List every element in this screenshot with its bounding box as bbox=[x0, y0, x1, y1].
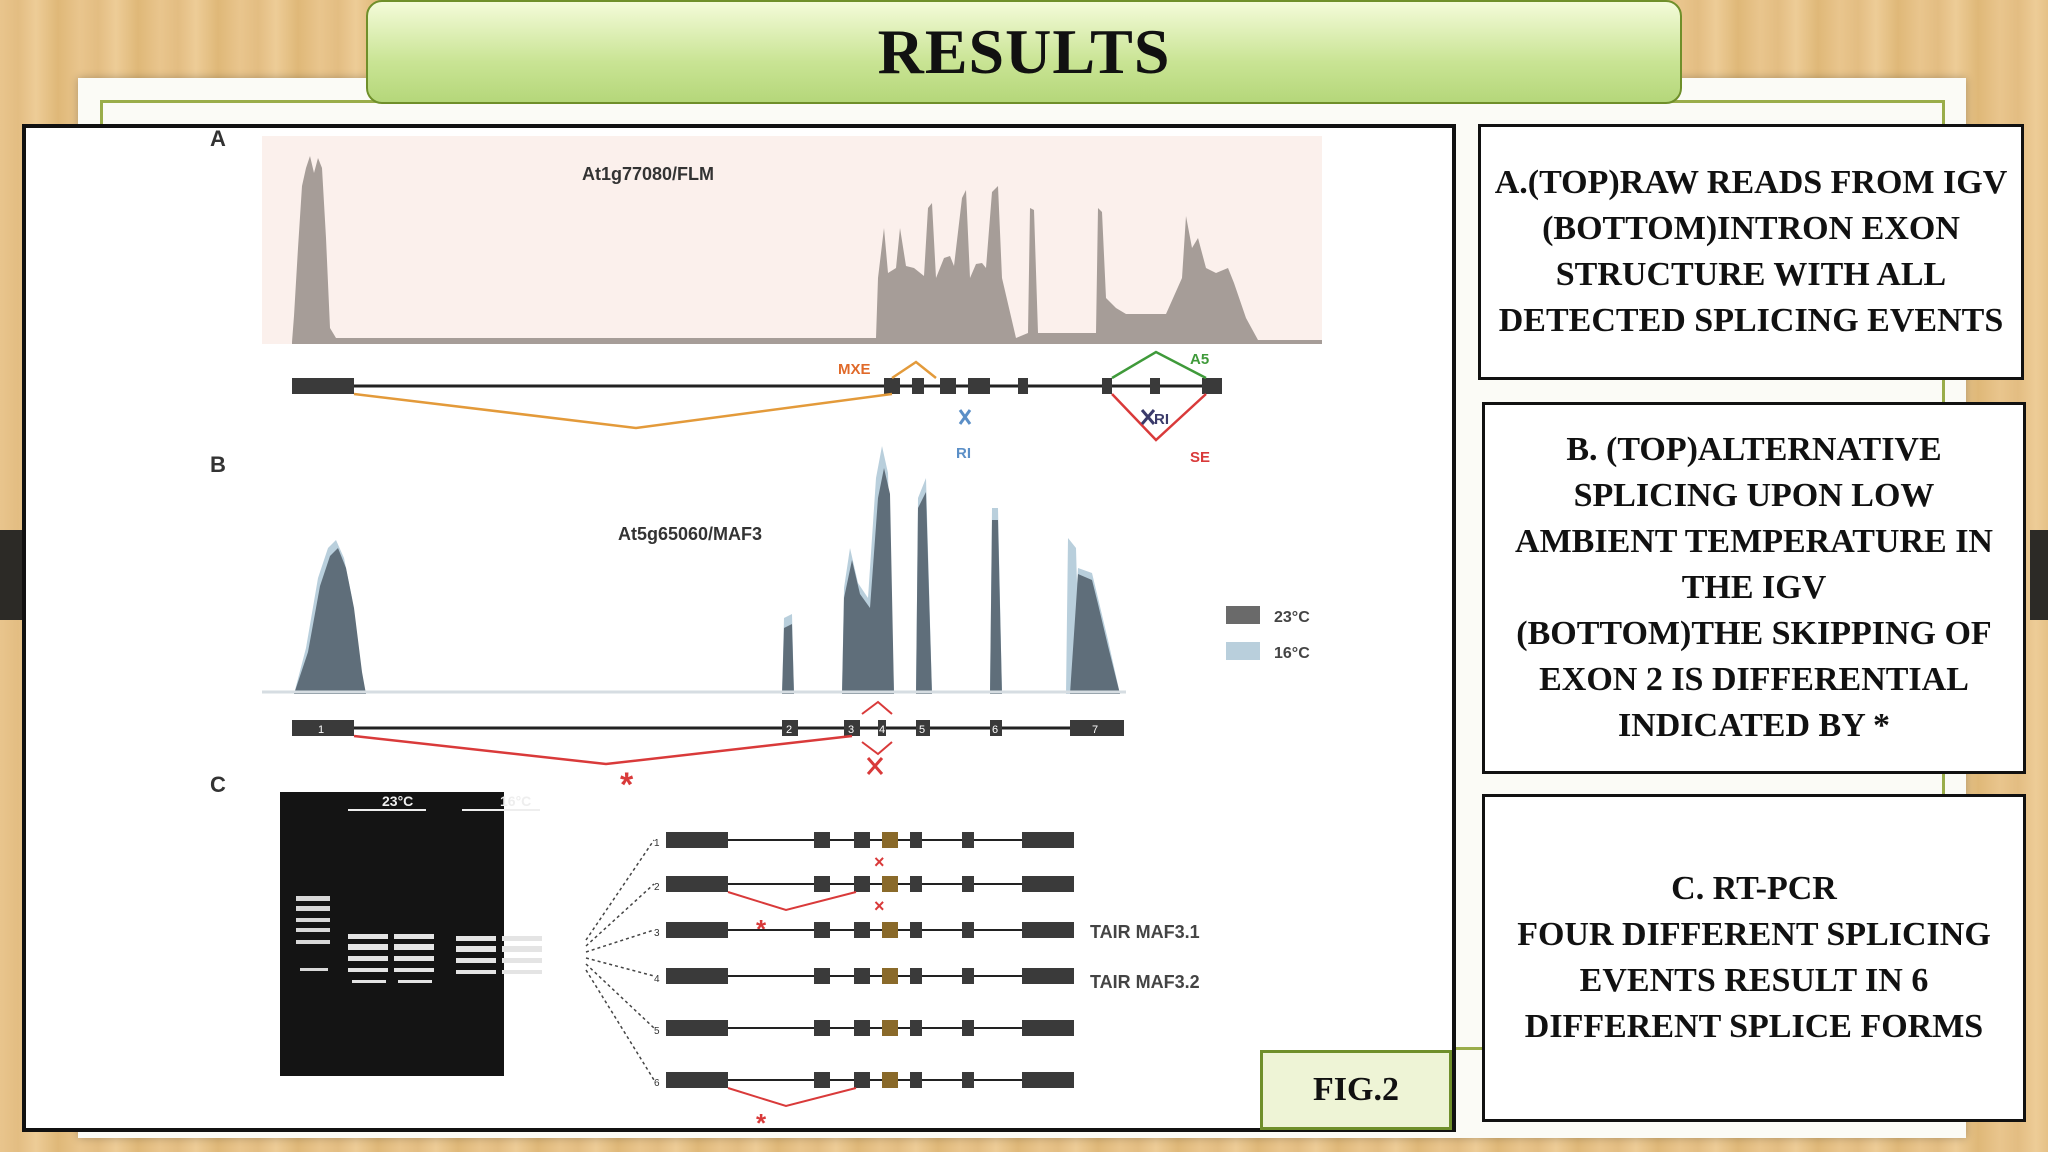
panel-b-cross-icon bbox=[866, 757, 884, 775]
exon-number: 7 bbox=[1092, 724, 1098, 736]
panel-b-alt-splice bbox=[861, 700, 893, 756]
exon-number: 2 bbox=[786, 724, 792, 736]
isoform-number: 4 bbox=[654, 974, 660, 985]
legend-16c-swatch bbox=[1226, 642, 1260, 660]
panel-a-coverage-bg bbox=[262, 136, 1322, 344]
isoform-number: 3 bbox=[654, 928, 660, 939]
isoform-row bbox=[666, 1020, 1074, 1036]
panel-a-splice-mxe-bottom bbox=[353, 392, 893, 430]
panel-c-letter: C bbox=[210, 772, 226, 797]
exon-number: 1 bbox=[318, 724, 324, 736]
description-box-c: C. RT-PCR FOUR DIFFERENT SPLICING EVENTS… bbox=[1482, 794, 2026, 1122]
figure-svg: A At1g77080/FLM MXE RI A5 SE RI B At5g65… bbox=[210, 128, 1322, 1132]
svg-text:×: × bbox=[874, 896, 885, 916]
panel-a-event-ri2: RI bbox=[1154, 411, 1169, 428]
panel-a-exon bbox=[1018, 378, 1028, 394]
description-text-a: A.(TOP)RAW READS FROM IGV (BOTTOM)INTRON… bbox=[1494, 164, 2008, 339]
panel-a-ri2-cross-icon bbox=[1140, 409, 1156, 425]
legend-23c-label: 23°C bbox=[1274, 609, 1310, 626]
isoform-label-maf32: TAIR MAF3.2 bbox=[1090, 972, 1200, 992]
gel-to-isoform-lines bbox=[585, 839, 655, 1081]
left-side-band bbox=[0, 530, 24, 620]
gel-image bbox=[280, 792, 504, 1076]
panel-b-coverage-23c bbox=[294, 468, 1120, 694]
exon-number: 3 bbox=[848, 724, 854, 736]
panel-b-asterisk: * bbox=[620, 766, 634, 804]
isoform-number: 5 bbox=[654, 1026, 660, 1037]
isoform-number: 1 bbox=[654, 838, 660, 849]
panel-a-exon bbox=[1150, 378, 1160, 394]
figure-panel: A At1g77080/FLM MXE RI A5 SE RI B At5g65… bbox=[22, 124, 1456, 1132]
isoform-row bbox=[666, 968, 1074, 984]
panel-a-event-mxe: MXE bbox=[838, 361, 871, 378]
gel-header-16c: 16°C bbox=[500, 793, 531, 809]
gel-header-23c: 23°C bbox=[382, 793, 413, 809]
panel-b-letter: B bbox=[210, 452, 226, 477]
panel-a-exon bbox=[292, 378, 354, 394]
panel-a-ri-cross-icon bbox=[958, 409, 972, 425]
svg-text:×: × bbox=[874, 852, 885, 872]
panel-b-gene-label: At5g65060/MAF3 bbox=[618, 524, 762, 544]
isoform-row: × bbox=[666, 832, 1074, 872]
description-text-c: C. RT-PCR FOUR DIFFERENT SPLICING EVENTS… bbox=[1517, 870, 1991, 1045]
gel-bands bbox=[348, 934, 542, 983]
isoform-number: 2 bbox=[654, 882, 660, 893]
panel-b-exons bbox=[292, 720, 1124, 736]
panel-a-coverage-track bbox=[292, 156, 1322, 344]
legend-23c-swatch bbox=[1226, 606, 1260, 624]
isoform-row bbox=[666, 922, 1074, 938]
right-side-band bbox=[2030, 530, 2048, 620]
panel-a-event-ri: RI bbox=[956, 445, 971, 462]
panel-a-exon bbox=[912, 378, 924, 394]
panel-b-exon2-skip bbox=[353, 734, 853, 766]
panel-a-splice-a5 bbox=[1111, 350, 1207, 380]
slide-title: RESULTS bbox=[366, 0, 1682, 104]
panel-a-letter: A bbox=[210, 128, 226, 151]
exon-number: 6 bbox=[992, 724, 998, 736]
figure-label: FIG.2 bbox=[1260, 1050, 1452, 1130]
exon-number: 4 bbox=[879, 724, 885, 736]
panel-a-exon bbox=[1102, 378, 1112, 394]
isoform-number: 6 bbox=[654, 1078, 660, 1089]
panel-a-exon bbox=[884, 378, 900, 394]
isoform-row: * bbox=[666, 1072, 1074, 1132]
panel-a-exon bbox=[1202, 378, 1222, 394]
panel-a-event-a5: A5 bbox=[1190, 351, 1209, 368]
panel-a-event-se: SE bbox=[1190, 449, 1210, 466]
svg-text:*: * bbox=[756, 1108, 767, 1132]
description-box-a: A.(TOP)RAW READS FROM IGV (BOTTOM)INTRON… bbox=[1478, 124, 2024, 380]
panel-a-gene-label: At1g77080/FLM bbox=[582, 164, 714, 184]
panel-a-exon bbox=[968, 378, 990, 394]
description-box-b: B. (TOP)ALTERNATIVE SPLICING UPON LOW AM… bbox=[1482, 402, 2026, 774]
legend-16c-label: 16°C bbox=[1274, 645, 1310, 662]
isoform-label-maf31: TAIR MAF3.1 bbox=[1090, 922, 1200, 942]
description-text-b: B. (TOP)ALTERNATIVE SPLICING UPON LOW AM… bbox=[1515, 431, 1993, 744]
panel-a-exon bbox=[940, 378, 956, 394]
gel-ladder bbox=[296, 896, 330, 971]
panel-a-splice-se bbox=[1111, 393, 1207, 442]
exon-number: 5 bbox=[919, 724, 925, 736]
panel-a-splice-mxe-top bbox=[891, 360, 937, 380]
